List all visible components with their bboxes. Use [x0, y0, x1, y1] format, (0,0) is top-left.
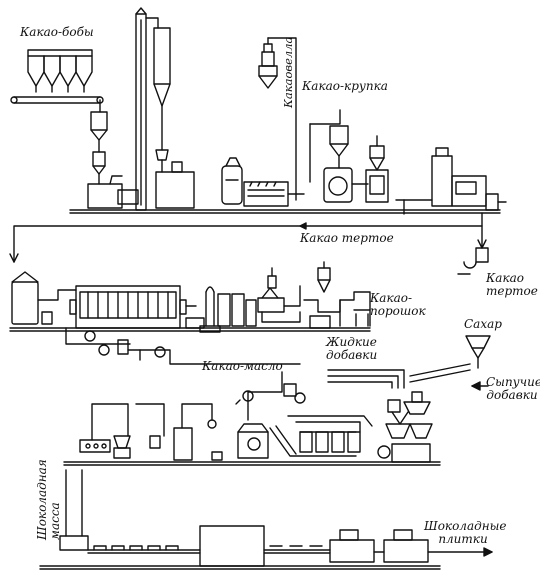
- row3-equipment: [63, 371, 441, 466]
- bean-silos: [27, 49, 93, 93]
- label-chocolate-bars: Шоколадные плитки: [424, 519, 507, 546]
- bean-conveyor: [10, 96, 104, 113]
- label-cocoa-powder: Какао-порошок: [370, 291, 426, 318]
- label-cocoa-butter: Какао-масло: [202, 359, 283, 373]
- label-dry-additives: Сыпучие добавки: [486, 375, 540, 402]
- conche: [211, 423, 269, 461]
- cooler: [221, 157, 243, 205]
- moulding-line: [59, 525, 331, 567]
- row2-equipment: [9, 261, 371, 365]
- row3-floor: [63, 461, 441, 466]
- hydraulic-press: [69, 285, 205, 329]
- liquor-return-line: [9, 212, 487, 263]
- label-sugar: Сахар: [464, 317, 502, 331]
- label-cocoa-shell: Какаовелла: [281, 36, 295, 108]
- row4-equipment: [39, 469, 493, 570]
- five-roll-refiner: [269, 415, 373, 457]
- label-liquid-additives: Жидкие добавки: [326, 335, 378, 362]
- row1-floor: [69, 209, 501, 214]
- label-cocoa-liquor-right: Какао тертое: [486, 271, 538, 298]
- label-cocoa-beans: Какао-бобы: [20, 25, 94, 39]
- sugar-additives: [327, 247, 491, 415]
- powder-cyclone: [303, 261, 341, 313]
- row2-floor: [9, 327, 371, 332]
- powder-packing: [309, 291, 371, 329]
- nib-processing: [309, 109, 389, 203]
- cake-breaker: [199, 286, 257, 333]
- label-cocoa-nibs: Какао-крупка: [302, 79, 388, 93]
- shell-separator: [258, 37, 297, 201]
- mixer-station: [79, 403, 131, 459]
- roaster-tower: [153, 27, 195, 209]
- winnowing-machine: [243, 181, 305, 207]
- melangeur: [135, 403, 217, 461]
- label-cocoa-liquor-return: Какао тертое: [300, 231, 394, 245]
- dosing-block: [377, 399, 433, 463]
- butter-line: [65, 327, 301, 365]
- bean-cleaner: [87, 111, 139, 209]
- powder-mill: [257, 267, 301, 323]
- liquor-tank: [11, 271, 77, 325]
- row1-equipment: [10, 7, 507, 215]
- row4-floor: [39, 565, 441, 570]
- liquor-mill: [395, 147, 507, 215]
- label-chocolate-mass: Шоколадная масса: [35, 459, 62, 540]
- packing-machines: [329, 529, 493, 563]
